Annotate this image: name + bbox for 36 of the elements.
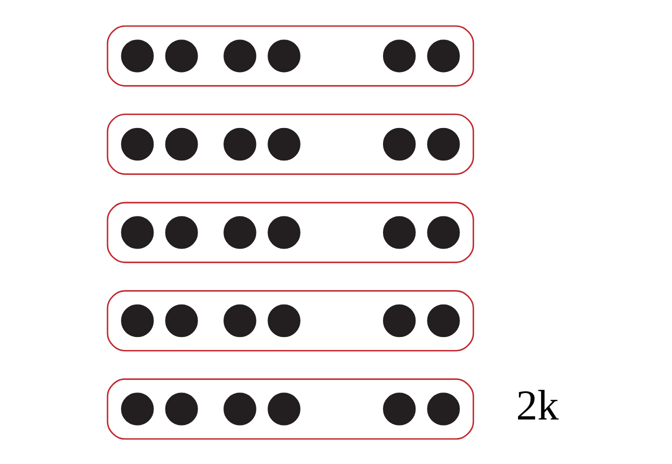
node-circle [268,127,300,160]
label: 2k [516,382,559,430]
cluster [106,290,474,351]
node-circle [165,39,198,72]
node-circle [224,127,256,160]
node-circle [382,216,416,248]
node-circle [382,304,416,337]
node-circle [165,304,198,337]
node-circle [427,392,460,425]
node-circle [165,216,198,248]
node-circle [121,392,154,425]
node-circle [224,392,256,425]
node-circle [268,39,300,72]
node-circle [224,216,256,248]
node-circle [382,127,416,160]
node-circle [427,39,460,72]
node-circle [165,127,198,160]
cluster [106,113,474,174]
node-circle [427,216,460,248]
cluster [106,378,474,440]
node-circle [121,39,154,72]
node-circle [121,216,154,248]
node-circle [427,127,460,160]
node-circle [224,304,256,337]
cluster [106,201,474,263]
node-circle [268,216,300,248]
node-circle [268,304,300,337]
cluster [106,24,474,86]
node-circle [121,304,154,337]
node-circle [121,127,154,160]
node-circle [382,39,416,72]
node-circle [427,304,460,337]
node-circle [224,39,256,72]
node-circle [165,392,198,425]
node-circle [382,392,416,425]
node-circle [268,392,300,425]
